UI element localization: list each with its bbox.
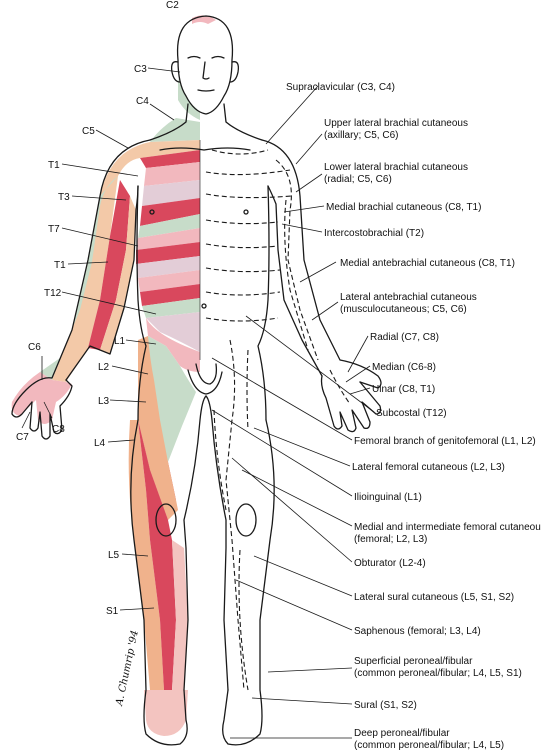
band-hand [11,372,72,424]
band-c3 [178,78,200,120]
band-t3 [142,180,200,206]
nerve-label: Median (C6-8) [372,362,436,373]
band-arm-t2 [100,196,136,354]
nerve-label: Medial brachial cutaneous (C8, T1) [326,202,481,213]
label-t1-upper: T1 [48,160,60,171]
nerve-label: Ulnar (C8, T1) [372,384,435,395]
band-l4 [138,336,178,520]
mouth [197,89,215,92]
neck-left [149,103,189,141]
left-eye [187,55,201,59]
band-t10 [140,284,200,306]
torso-left [136,185,147,421]
leader-lines [21,67,375,739]
band-t9 [138,270,200,292]
nerve-label: Femoral branch of genitofemoral (L1, L2) [354,436,536,447]
band-t2 [144,162,200,186]
label-l1: L1 [114,336,126,347]
band-t8 [136,256,200,278]
label-l2: L2 [98,362,110,373]
nerve-label: Lateral sural cutaneous (L5, S1, S2) [354,592,514,603]
band-l5-shin [172,540,188,690]
label-l3: L3 [98,396,110,407]
groin [187,369,223,395]
right-arm-inner [267,185,323,377]
band-s1 [144,690,188,736]
label-s1: S1 [106,606,119,617]
genital [195,363,218,385]
dermatome-bands [11,15,216,736]
nerve-label: Supraclavicular (C3, C4) [286,82,395,93]
band-l4-lower [128,420,164,690]
label-l4: L4 [94,438,106,449]
left-leg-inner [183,395,207,691]
nerve-labels: Supraclavicular (C3, C4) Upper lateral b… [286,82,541,751]
label-c5: C5 [82,126,95,137]
label-c2: C2 [166,0,179,11]
left-arm-outer [11,139,151,418]
nerve-label: Sural (S1, S2) [354,700,417,711]
label-t7: T7 [48,224,60,235]
nerve-label: Saphenous (femoral; L3, L4) [354,626,481,637]
label-c4: C4 [136,96,149,107]
clavicle [159,147,251,151]
right-leg-inner [205,395,229,691]
nerve-label: Radial (C7, C8) [370,332,439,343]
navel [201,303,207,309]
left-leg-outer [130,419,188,746]
band-arm-t1 [88,180,130,350]
left-knee [155,503,177,537]
right-eye [211,55,225,59]
label-t3: T3 [58,192,70,203]
nerve-label: Deep peroneal/fibular(common peroneal/fi… [354,728,504,750]
label-t1-arm: T1 [54,260,66,271]
label-l5: L5 [108,550,120,561]
band-t7 [136,242,200,264]
right-hand [320,375,382,433]
dermatome-labels: C2 C3 C4 C5 T1 T3 T7 T1 T12 L1 L2 L3 L4 … [16,0,179,617]
band-t1-upper [140,150,200,168]
left-ear [170,61,181,83]
nerve-boundaries [205,149,351,691]
label-t12: T12 [44,288,62,299]
right-nipple [243,209,249,215]
nerve-label: Lower lateral brachial cutaneous(radial;… [324,162,468,185]
label-c3: C3 [134,64,147,75]
band-c5 [52,140,200,382]
band-l2 [140,336,196,462]
nerve-label: Upper lateral brachial cutaneous(axillar… [324,118,468,141]
head-outline [176,15,234,115]
left-nipple [149,209,155,215]
label-c7: C7 [16,432,29,443]
artist-signature: A. Chumrip '94 [114,629,141,707]
torso-right [257,185,270,421]
nerve-label: Lateral antebrachial cutaneous(musculocu… [340,292,477,315]
nerve-label: Ilioinguinal (L1) [354,492,422,503]
nerve-label: Medial and intermediate femoral cutaneou… [354,522,541,545]
nerve-label: Superficial peroneal/fibular(common pero… [354,656,522,679]
nerve-label: Lateral femoral cutaneous (L2, L3) [352,462,505,473]
label-c6: C6 [28,342,41,353]
nerve-label: Obturator (L2-4) [354,558,426,569]
band-t6 [136,228,200,250]
band-l1 [146,318,200,372]
band-t11 [142,298,200,318]
band-t4 [140,198,200,226]
right-leg-outer [222,419,275,746]
right-knee [235,503,257,537]
band-t5 [138,214,200,238]
band-l5 [138,420,176,690]
nerve-label: Intercostobrachial (T2) [324,228,424,239]
body-outline [11,15,382,746]
right-ear [229,61,240,83]
nerve-label: Medial antebrachial cutaneous (C8, T1) [340,258,515,269]
nose [202,61,210,80]
neck-right [223,103,263,141]
band-t12 [146,312,200,352]
nerve-label: Subcostal (T12) [376,408,447,419]
label-c8: C8 [52,424,65,435]
left-hand [29,379,73,440]
